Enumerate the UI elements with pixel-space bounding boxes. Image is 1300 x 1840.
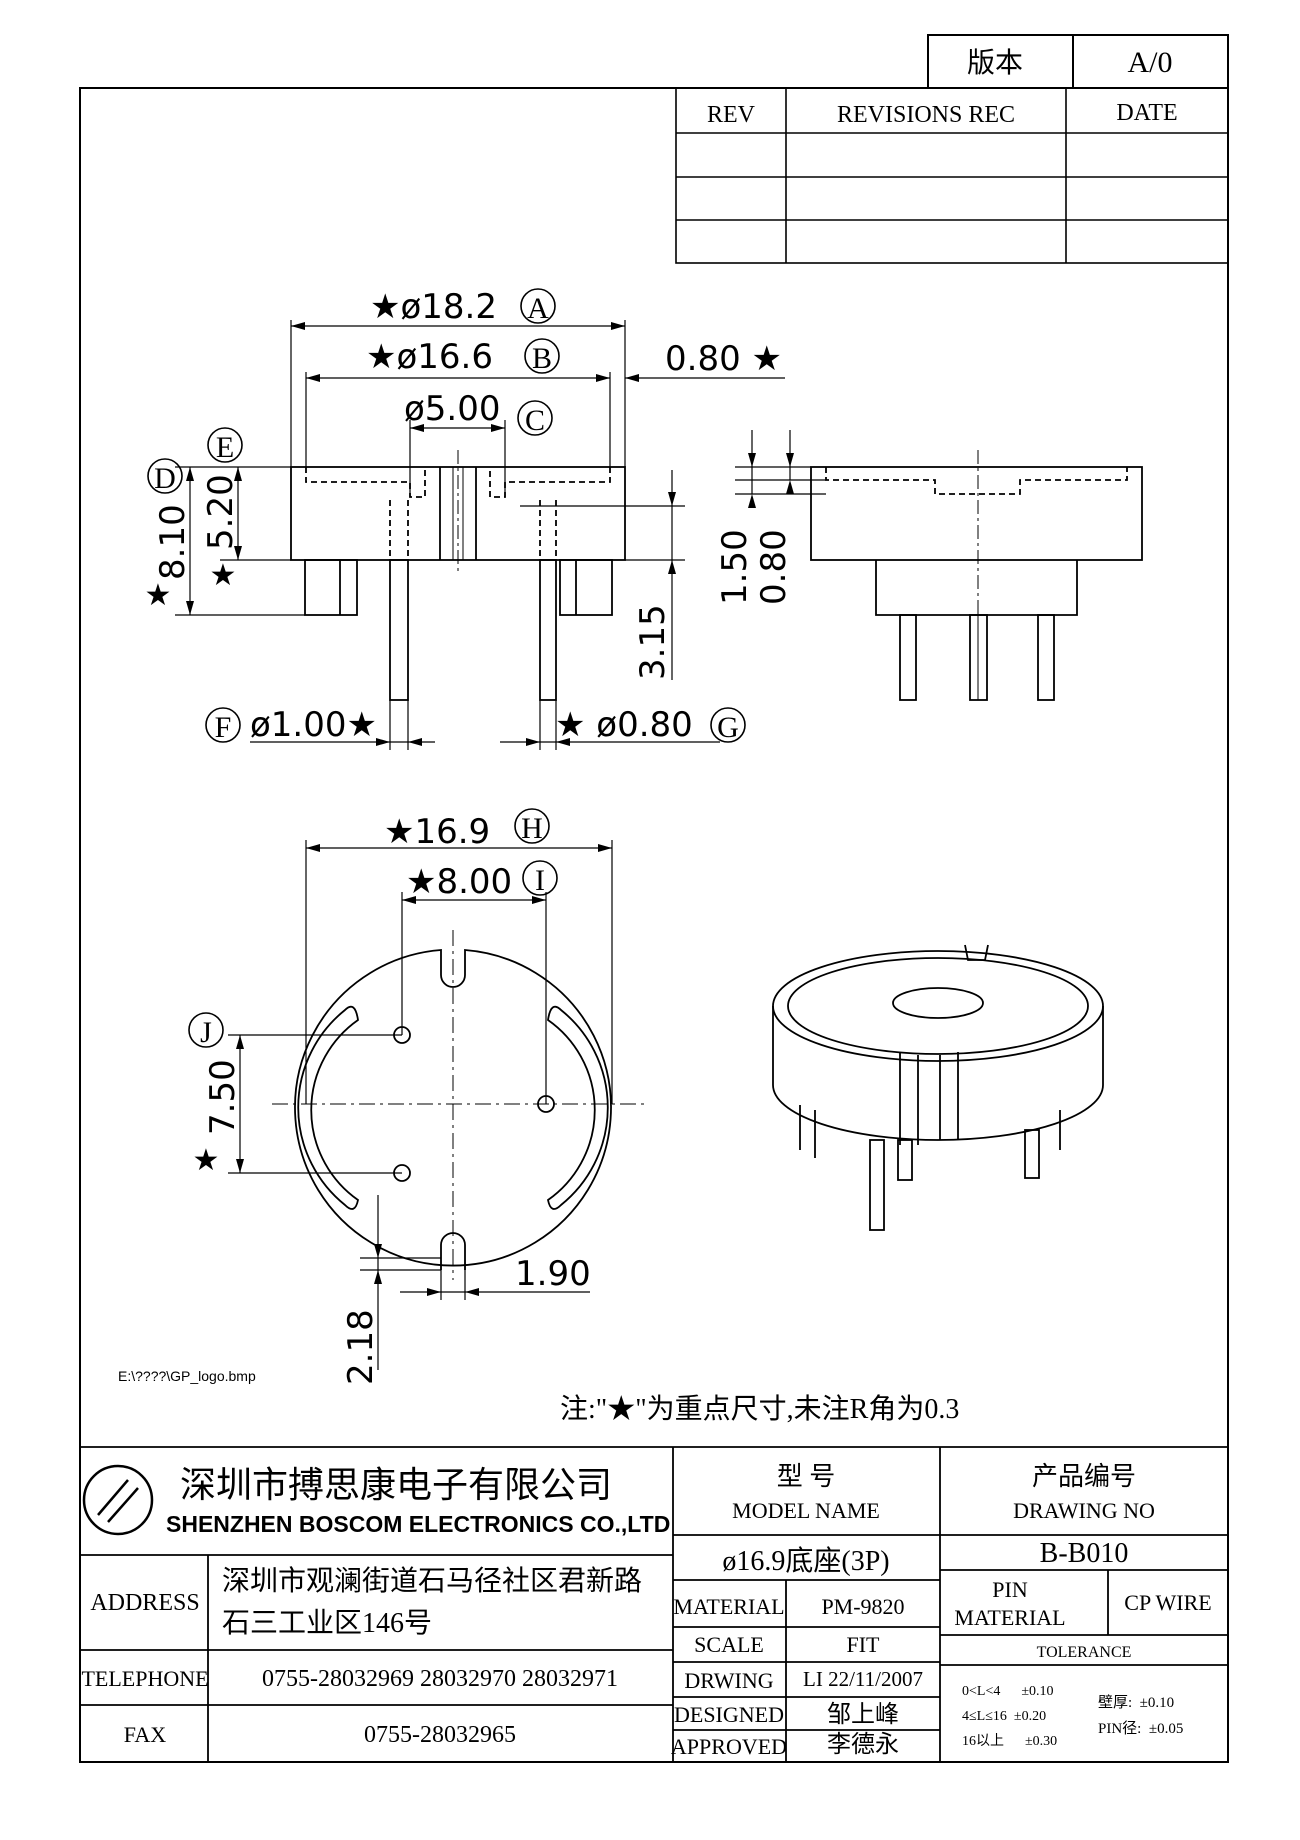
dim-G-text: ★ ø0.80	[555, 705, 693, 745]
tolerance-range-3: 16以上 ±0.30	[962, 1733, 1057, 1749]
dim-A-tag: A	[527, 292, 549, 325]
material-value: PM-9820	[821, 1594, 904, 1619]
dim-J-text: 7.50	[203, 1059, 243, 1135]
bottom-view-dimensions	[228, 840, 613, 1370]
model-name: ø16.9底座(3P)	[722, 1545, 889, 1577]
tolerance-label: TOLERANCE	[1037, 1644, 1132, 1661]
drwing-label: DRWING	[684, 1668, 773, 1693]
dim-D-star: ★	[145, 578, 172, 613]
dim-slot-w-text: 1.90	[515, 1254, 591, 1294]
bottom-view	[294, 949, 612, 1270]
title-block-grid	[80, 1446, 1228, 1762]
drawing-note: 注:"★"为重点尺寸,未注R角为0.3	[560, 1393, 959, 1425]
dim-wall-text: 0.80 ★	[665, 339, 782, 379]
address-label: ADDRESS	[90, 1590, 199, 1616]
drawing-frame	[79, 87, 1229, 1763]
dim-D-tag: D	[154, 462, 176, 495]
dim-B-text: ★ø16.6	[366, 337, 493, 377]
address-line-2: 石三工业区146号	[222, 1608, 432, 1639]
dim-F-text: ø1.00★	[250, 705, 377, 745]
model-label-cn: 型 号	[777, 1462, 836, 1491]
telephone-label: TELEPHONE	[81, 1666, 208, 1691]
designed-value: 邹上峰	[827, 1701, 899, 1728]
dim-H-text: ★16.9	[384, 812, 490, 852]
pin-material-label-1: PIN	[992, 1577, 1028, 1602]
logo-path: E:\????\GP_logo.bmp	[118, 1368, 256, 1384]
dim-H-tag: H	[521, 812, 543, 845]
dim-E-star: ★	[210, 558, 237, 593]
drawing-label-cn: 产品编号	[1032, 1462, 1136, 1491]
version-label: 版本	[967, 47, 1023, 78]
dim-B-tag: B	[532, 342, 552, 375]
bottom-view-arrows	[236, 844, 612, 1296]
revisions-table: REV REVISIONS REC DATE	[675, 87, 1229, 264]
drawing-label-en: DRAWING NO	[1013, 1498, 1155, 1523]
dim-side-h1-text: 1.50	[715, 529, 755, 605]
address-line-1: 深圳市观澜街道石马径社区君新路	[222, 1565, 642, 1597]
side-view-arrows	[748, 453, 794, 508]
approved-label: APPROVED	[671, 1734, 787, 1759]
dim-C-tag: C	[525, 404, 545, 437]
dim-D-text: 8.10	[153, 504, 193, 580]
model-label-en: MODEL NAME	[732, 1498, 880, 1523]
pin-material-label-2: MATERIAL	[954, 1605, 1065, 1630]
rev-header: REV	[707, 102, 756, 128]
bottom-view-centerlines	[272, 930, 645, 1280]
dim-E-text: 5.20	[201, 474, 241, 550]
isometric-view	[772, 944, 1104, 1231]
front-view-dimensions	[175, 320, 785, 750]
fax-value: 0755-28032965	[364, 1722, 516, 1748]
material-label: MATERIAL	[673, 1594, 784, 1619]
tolerance-range-2: 4≤L≤16 ±0.20	[962, 1709, 1046, 1724]
side-view	[810, 450, 1143, 701]
front-section-view	[290, 450, 626, 701]
dim-F-tag: F	[215, 711, 232, 744]
side-view-dimensions	[735, 430, 826, 495]
dim-slot-d-text: 2.18	[341, 1309, 381, 1385]
date-header: DATE	[1116, 100, 1177, 126]
version-value: A/0	[1128, 46, 1173, 79]
dim-C-text: ø5.00	[404, 389, 501, 429]
front-view-labels: ★ø18.2 A ★ø16.6 B 0.80 ★ ø5.00 C D 8.10 …	[145, 287, 782, 745]
dim-J-star: ★	[193, 1143, 220, 1178]
dim-A-text: ★ø18.2	[370, 287, 497, 327]
telephone-value: 0755-28032969 28032970 28032971	[262, 1666, 618, 1692]
approved-value: 李德永	[827, 1731, 899, 1758]
front-view-arrows	[186, 322, 676, 746]
dim-I-text: ★8.00	[406, 862, 512, 902]
dim-G-tag: G	[717, 711, 739, 744]
designed-label: DESIGNED	[674, 1702, 784, 1727]
tolerance-range-1: 0<L<4 ±0.10	[962, 1684, 1054, 1699]
dim-side-h2-text: 0.80	[754, 529, 794, 605]
drawing-number: B-B010	[1040, 1538, 1129, 1569]
fax-label: FAX	[124, 1722, 166, 1747]
scale-value: FIT	[847, 1632, 881, 1657]
bottom-view-labels: ★16.9 H ★8.00 I J 7.50 ★ 1.90 2.18	[188, 808, 591, 1385]
dim-pin-ext-text: 3.15	[633, 604, 673, 680]
company-name-en: SHENZHEN BOSCOM ELECTRONICS CO.,LTD	[166, 1511, 670, 1537]
version-box: 版本 A/0	[927, 34, 1229, 89]
pin-material-value: CP WIRE	[1124, 1590, 1211, 1615]
dim-J-tag: J	[200, 1016, 212, 1049]
company-name-cn: 深圳市搏思康电子有限公司	[180, 1465, 612, 1505]
dim-E-tag: E	[216, 431, 234, 464]
company-logo	[82, 1464, 154, 1536]
tolerance-pin: PIN径: ±0.05	[1098, 1720, 1183, 1737]
revisions-rec-header: REVISIONS REC	[837, 102, 1015, 128]
tolerance-wall: 壁厚: ±0.10	[1098, 1694, 1174, 1711]
scale-label: SCALE	[694, 1632, 764, 1657]
drwing-value: LI 22/11/2007	[803, 1667, 923, 1691]
dim-I-tag: I	[535, 864, 545, 897]
